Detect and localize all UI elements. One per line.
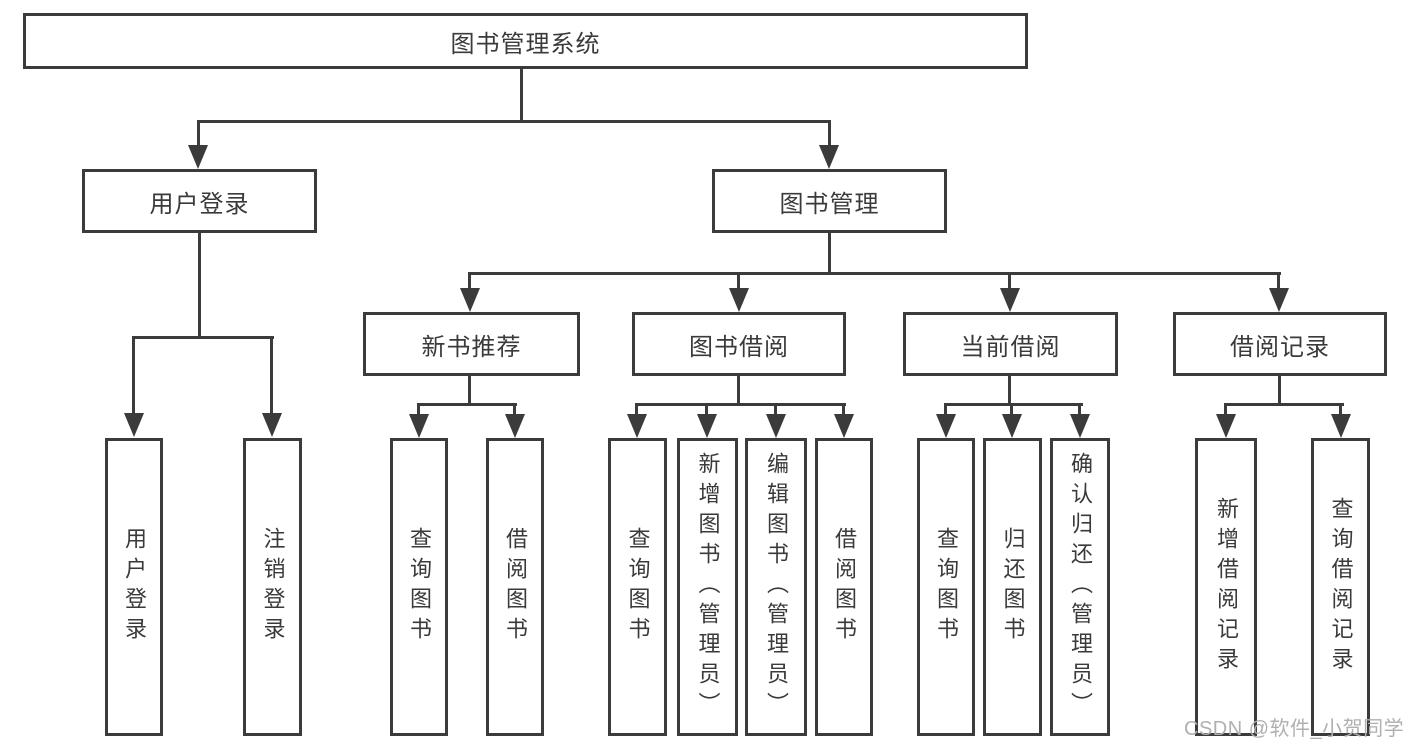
arrow-down-icon — [627, 414, 647, 438]
connector-line — [774, 403, 777, 416]
leaf-user-login: 用户登录 — [105, 438, 163, 736]
connector-line — [1278, 375, 1281, 406]
node-new-book-recommend: 新书推荐 — [363, 312, 580, 376]
connector-line — [197, 120, 200, 148]
leaf-label: 查询图书 — [934, 527, 959, 647]
node-user-login: 用户登录 — [82, 169, 317, 233]
arrow-down-icon — [729, 288, 749, 312]
connector-line — [198, 233, 201, 339]
connector-line — [132, 336, 135, 416]
arrow-down-icon — [1070, 414, 1090, 438]
connector-line — [270, 336, 273, 416]
node-label: 用户登录 — [149, 190, 250, 218]
connector-line — [737, 375, 740, 406]
leaf-label: 借阅图书 — [503, 527, 528, 647]
connector-line — [513, 403, 516, 416]
node-label: 当前借阅 — [960, 333, 1061, 361]
connector-line — [1078, 403, 1081, 416]
connector-line — [417, 403, 517, 406]
leaf-query-borrow-record: 查询借阅记录 — [1311, 438, 1370, 736]
leaf-add-books-admin: 新增图书（管理员） — [677, 438, 738, 736]
leaf-label: 确认归还（管理员） — [1068, 452, 1093, 722]
connector-line — [1224, 403, 1227, 416]
arrow-down-icon — [1331, 414, 1351, 438]
leaf-label: 编辑图书（管理员） — [764, 452, 789, 722]
leaf-borrowing-query-books: 查询图书 — [608, 438, 667, 736]
connector-line — [828, 120, 831, 148]
arrow-down-icon — [409, 414, 429, 438]
csdn-watermark: CSDN @软件_小贺同学 — [1184, 718, 1405, 740]
connector-line — [1224, 403, 1344, 406]
node-library-system: 图书管理系统 — [23, 13, 1028, 69]
connector-line — [635, 403, 638, 416]
connector-line — [468, 375, 471, 406]
leaf-logout: 注销登录 — [243, 438, 302, 736]
connector-line — [468, 272, 1281, 275]
connector-line — [842, 403, 845, 416]
leaf-label: 新增图书（管理员） — [695, 452, 721, 722]
arrow-down-icon — [262, 413, 282, 437]
leaf-recommend-query-books: 查询图书 — [390, 438, 448, 736]
leaf-label: 查询图书 — [407, 527, 432, 647]
arrow-down-icon — [1002, 414, 1022, 438]
connector-line — [1008, 375, 1011, 406]
connector-line — [944, 403, 947, 416]
leaf-label: 用户登录 — [122, 527, 147, 647]
connector-line — [1277, 272, 1280, 292]
connector-line — [520, 69, 523, 123]
connector-line — [705, 403, 708, 416]
connector-line — [635, 403, 846, 406]
leaf-edit-books-admin: 编辑图书（管理员） — [745, 438, 807, 736]
connector-line — [828, 233, 831, 275]
leaf-label: 新增借阅记录 — [1214, 497, 1239, 677]
connector-line — [1008, 272, 1011, 292]
arrow-down-icon — [936, 414, 956, 438]
node-book-management: 图书管理 — [712, 169, 947, 233]
leaf-label: 查询借阅记录 — [1328, 497, 1354, 677]
leaf-borrow-books: 借阅图书 — [815, 438, 873, 736]
arrow-down-icon — [834, 414, 854, 438]
node-label: 图书借阅 — [689, 333, 789, 361]
connector-line — [1339, 403, 1342, 416]
connector-line — [197, 120, 831, 123]
arrow-down-icon — [1269, 288, 1289, 312]
arrow-down-icon — [188, 145, 208, 169]
node-label: 新书推荐 — [421, 333, 522, 361]
leaf-label: 注销登录 — [260, 527, 286, 647]
leaf-current-query-books: 查询图书 — [917, 438, 975, 736]
node-book-borrowing: 图书借阅 — [632, 312, 846, 376]
node-borrowing-records: 借阅记录 — [1173, 312, 1387, 376]
connector-line — [468, 272, 471, 292]
arrow-down-icon — [1000, 288, 1020, 312]
leaf-add-borrow-record: 新增借阅记录 — [1195, 438, 1257, 736]
leaf-label: 借阅图书 — [832, 527, 857, 647]
arrow-down-icon — [819, 145, 839, 169]
leaf-confirm-return-admin: 确认归还（管理员） — [1050, 438, 1110, 736]
arrow-down-icon — [766, 414, 786, 438]
node-label: 图书管理 — [779, 190, 880, 218]
leaf-recommend-borrow-books: 借阅图书 — [486, 438, 544, 736]
leaf-label: 归还图书 — [1000, 527, 1026, 647]
arrow-down-icon — [124, 413, 144, 437]
node-current-borrowing: 当前借阅 — [903, 312, 1118, 376]
arrow-down-icon — [1216, 414, 1236, 438]
connector-line — [944, 403, 1083, 406]
arrow-down-icon — [505, 414, 525, 438]
node-label: 借阅记录 — [1230, 333, 1330, 361]
connector-line — [1010, 403, 1013, 416]
arrow-down-icon — [460, 288, 480, 312]
connector-line — [132, 336, 274, 339]
connector-line — [737, 272, 740, 292]
node-label: 图书管理系统 — [450, 30, 601, 58]
connector-line — [417, 403, 420, 416]
leaf-label: 查询图书 — [625, 527, 651, 647]
arrow-down-icon — [697, 414, 717, 438]
leaf-return-books: 归还图书 — [983, 438, 1042, 736]
